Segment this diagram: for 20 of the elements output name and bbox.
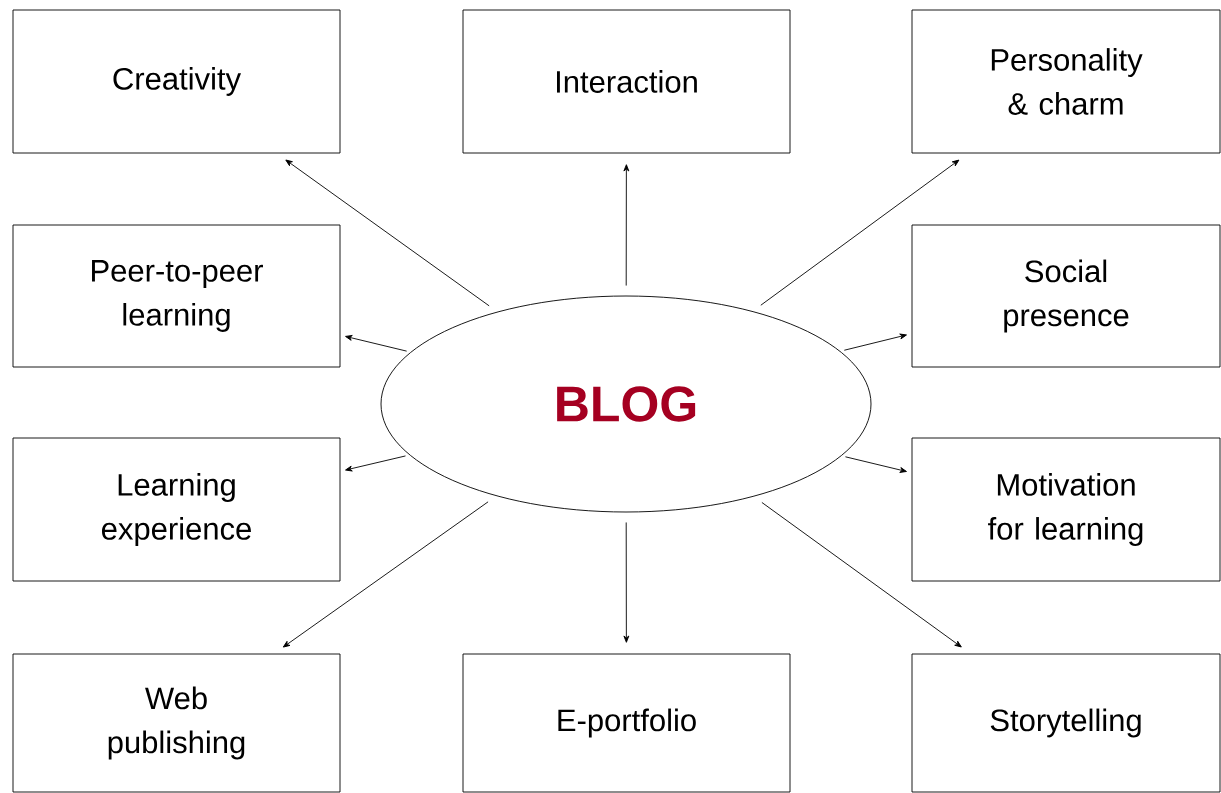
arrow bbox=[760, 159, 960, 306]
arrow bbox=[761, 502, 962, 648]
arrow bbox=[623, 164, 630, 286]
arrow bbox=[282, 501, 489, 648]
arrow bbox=[845, 456, 907, 473]
topic-box: E-portfolio bbox=[462, 653, 791, 793]
topic-box: Storytelling bbox=[911, 653, 1221, 793]
arrow bbox=[623, 522, 630, 643]
topic-box: Motivation for learning bbox=[911, 437, 1221, 582]
topic-box: Interaction bbox=[462, 9, 791, 154]
topic-box: Creativity bbox=[12, 9, 341, 154]
topic-box: Social presence bbox=[911, 224, 1221, 368]
arrow bbox=[843, 333, 907, 351]
topic-box: Personality & charm bbox=[911, 9, 1221, 154]
topic-box: Learning experience bbox=[12, 437, 341, 582]
topic-box: Web publishing bbox=[12, 653, 341, 793]
arrow bbox=[285, 159, 490, 307]
topic-box: Peer-to-peer learning bbox=[12, 224, 341, 368]
arrow bbox=[345, 455, 406, 472]
arrow bbox=[345, 335, 408, 352]
